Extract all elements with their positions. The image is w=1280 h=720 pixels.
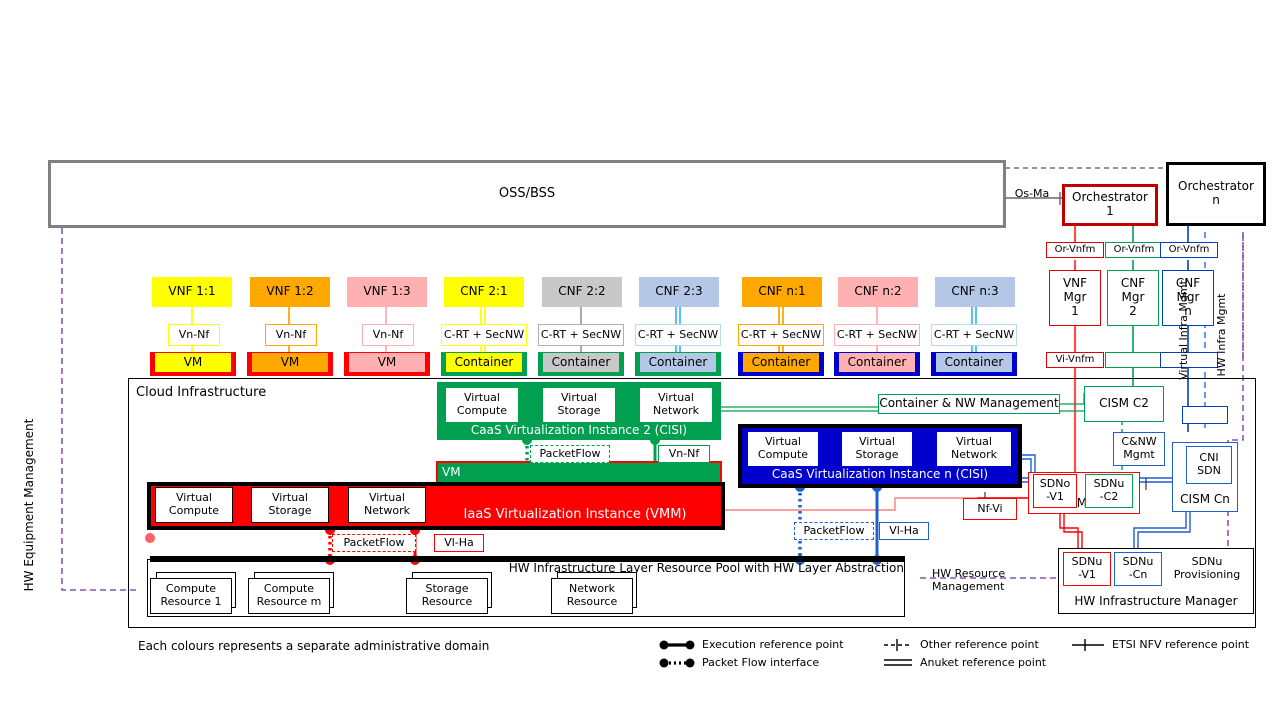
sdnu-c2-box[interactable]: SDNu -C2 — [1085, 474, 1133, 508]
legend-execution-reference-point: Execution reference point — [702, 637, 844, 651]
vnf-1-1-box[interactable]: VNF 1:1 — [152, 277, 232, 307]
vn-nf-1[interactable]: Vn-Nf — [168, 324, 220, 346]
vm-2[interactable]: VM — [252, 353, 328, 372]
vi-vnfm-blue[interactable] — [1160, 352, 1218, 368]
vmm-virtual-storage[interactable]: Virtual Storage — [251, 487, 329, 523]
cisi-2-vm-label: VM — [442, 465, 461, 480]
hw-resource-management-label: HW Resource Management — [932, 567, 1006, 593]
vi-vnfm-green[interactable] — [1105, 352, 1163, 368]
cisi-2-virtual-compute[interactable]: Virtual Compute — [446, 388, 518, 422]
vmm-vi-ha-label[interactable]: Vl-Ha — [434, 534, 484, 552]
cnf-n-3-box[interactable]: CNF n:3 — [935, 277, 1015, 307]
container-3[interactable]: Container — [640, 353, 716, 372]
orchestrator-n-index: n — [1212, 193, 1220, 207]
os-ma-label: Os-Ma — [1014, 186, 1050, 200]
container-nw-management-box[interactable]: Container & NW Management — [878, 394, 1060, 414]
container-5[interactable]: Container — [839, 353, 915, 372]
cisi-2-virtual-network[interactable]: Virtual Network — [640, 388, 712, 422]
cisi-2-virtual-storage[interactable]: Virtual Storage — [543, 388, 615, 422]
cloud-infrastructure-box — [128, 378, 1256, 628]
vmm-virtual-compute[interactable]: Virtual Compute — [155, 487, 233, 523]
container-6[interactable]: Container — [936, 353, 1012, 372]
vn-nf-3[interactable]: Vn-Nf — [362, 324, 414, 346]
vmm-title: IaaS Virtualization Instance (VMM) — [463, 506, 687, 522]
container-4[interactable]: Container — [743, 353, 819, 372]
nf-vi-label[interactable]: Nf-Vi — [963, 498, 1017, 520]
cisi-n-packetflow-label[interactable]: PacketFlow — [794, 522, 874, 540]
c-rt-secnw-5[interactable]: C-RT + SecNW — [834, 324, 920, 346]
c-nw-mgmt-box[interactable]: C&NW Mgmt — [1113, 432, 1165, 466]
hw-infra-mgmt-label: HW Infra Mgmt — [1214, 293, 1228, 377]
vmm-packetflow-label[interactable]: PacketFlow — [332, 534, 416, 552]
sdnu-provisioning-box[interactable]: SDNu Provisioning — [1165, 552, 1249, 586]
or-vnfm-green[interactable]: Or-Vnfm — [1105, 242, 1163, 258]
sdno-v1-box[interactable]: SDNo -V1 — [1033, 474, 1077, 508]
orchestrator-n-box[interactable]: Orchestrator n — [1166, 162, 1266, 226]
or-vnfm-blue[interactable]: Or-Vnfm — [1160, 242, 1218, 258]
legend-etsi-nfv-reference-point: ETSI NFV reference point — [1112, 637, 1250, 651]
cnf-n-1-box[interactable]: CNF n:1 — [742, 277, 822, 307]
vnf-1-2-box[interactable]: VNF 1:2 — [250, 277, 330, 307]
cisi-n-virtual-compute[interactable]: Virtual Compute — [748, 432, 818, 466]
orchestrator-1-index: 1 — [1106, 204, 1114, 218]
cisi-n-virtual-network[interactable]: Virtual Network — [937, 432, 1011, 466]
cnf-n-2-box[interactable]: CNF n:2 — [838, 277, 918, 307]
compute-resource-m[interactable]: Compute Resource m — [248, 578, 330, 614]
admin-domain-note: Each colours represents a separate admin… — [138, 639, 490, 654]
c-rt-secnw-4[interactable]: C-RT + SecNW — [738, 324, 824, 346]
hw-pool-title: HW Infrastructure Layer Resource Pool wi… — [508, 561, 904, 576]
cisi-n-title: CaaS Virtualization Instance n (CISI) — [771, 467, 989, 482]
vnf-mgr-1-box[interactable]: VNF Mgr 1 — [1049, 270, 1101, 326]
cisi-n-virtual-storage[interactable]: Virtual Storage — [842, 432, 912, 466]
hw-equipment-management-label: HW Equipment Management — [22, 418, 37, 592]
cisi-2-title: CaaS Virtualization Instance 2 (CISI) — [470, 423, 688, 438]
hw-pool-box — [147, 559, 905, 617]
legend-other-reference-point: Other reference point — [920, 637, 1039, 651]
sdnu-cn-box[interactable]: SDNu -Cn — [1114, 552, 1162, 586]
vnf-1-3-box[interactable]: VNF 1:3 — [347, 277, 427, 307]
vm-3[interactable]: VM — [349, 353, 425, 372]
container-2[interactable]: Container — [543, 353, 619, 372]
vn-nf-2[interactable]: Vn-Nf — [265, 324, 317, 346]
cnf-mgr-2-box[interactable]: CNF Mgr 2 — [1107, 270, 1159, 326]
orchestrator-n-label: Orchestrator — [1178, 179, 1254, 194]
cnf-2-2-box[interactable]: CNF 2:2 — [542, 277, 622, 307]
cnf-2-3-box[interactable]: CNF 2:3 — [639, 277, 719, 307]
cism-c2-box[interactable]: CISM C2 — [1084, 386, 1164, 422]
vm-1[interactable]: VM — [155, 353, 231, 372]
orchestrator-1-box[interactable]: Orchestrator 1 — [1062, 184, 1158, 226]
virtual-infra-mgmt-label: Virtual Infra Mgmt — [1176, 280, 1190, 380]
legend-anuket-reference-point: Anuket reference point — [920, 655, 1047, 669]
cisi-2-packetflow-label[interactable]: PacketFlow — [530, 445, 610, 463]
c-rt-secnw-6[interactable]: C-RT + SecNW — [931, 324, 1017, 346]
cism-cn-stub-blue[interactable] — [1182, 406, 1228, 424]
c-rt-secnw-1[interactable]: C-RT + SecNW — [441, 324, 527, 346]
cloud-infrastructure-label: Cloud Infrastructure — [136, 384, 296, 402]
or-vnfm-red[interactable]: Or-Vnfm — [1046, 242, 1104, 258]
cisi-2-vn-nf-label[interactable]: Vn-Nf — [658, 445, 710, 463]
ossbss-box[interactable]: OSS/BSS — [48, 160, 1006, 228]
cni-sdn-box[interactable]: CNI SDN — [1186, 446, 1232, 484]
container-1[interactable]: Container — [446, 353, 522, 372]
cisi-n-vi-ha-label[interactable]: Vl-Ha — [879, 522, 929, 540]
ossbss-label: OSS/BSS — [498, 185, 556, 201]
c-rt-secnw-3[interactable]: C-RT + SecNW — [635, 324, 721, 346]
vi-vnfm-red[interactable]: Vi-Vnfm — [1046, 352, 1104, 368]
storage-resource[interactable]: Storage Resource — [406, 578, 488, 614]
network-resource[interactable]: Network Resource — [551, 578, 633, 614]
cnf-2-1-box[interactable]: CNF 2:1 — [444, 277, 524, 307]
compute-resource-1[interactable]: Compute Resource 1 — [150, 578, 232, 614]
vmm-virtual-network[interactable]: Virtual Network — [348, 487, 426, 523]
c-rt-secnw-2[interactable]: C-RT + SecNW — [538, 324, 624, 346]
cnf-mgr-n-box[interactable]: CNF Mgr n — [1162, 270, 1214, 326]
vmm-box[interactable] — [151, 486, 721, 526]
sdnu-v1-box[interactable]: SDNu -V1 — [1063, 552, 1111, 586]
orchestrator-1-label: Orchestrator — [1072, 190, 1148, 205]
legend-packet-flow-interface: Packet Flow interface — [702, 655, 820, 669]
